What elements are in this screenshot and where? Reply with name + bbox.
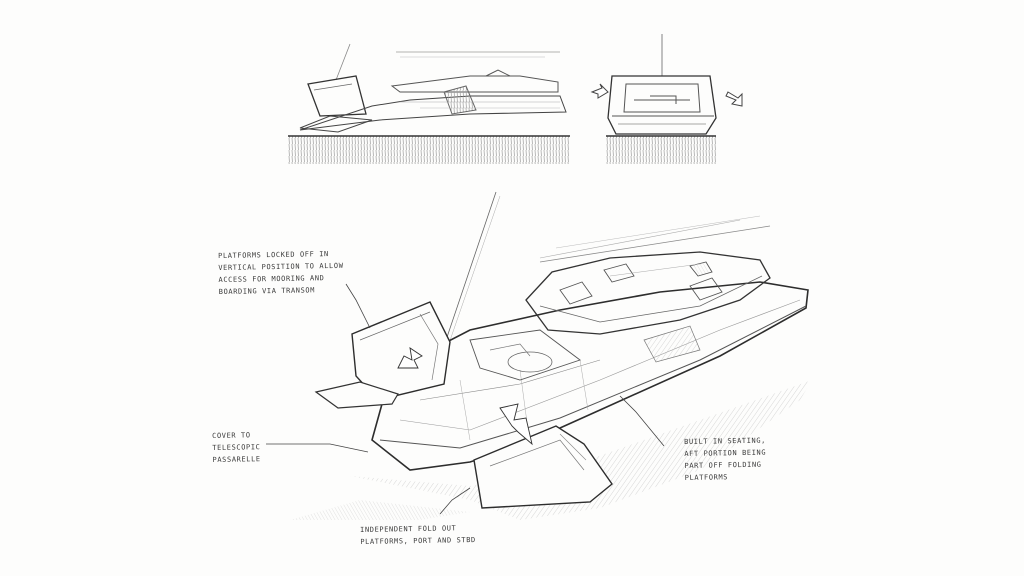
side-water-hatch — [288, 136, 570, 164]
flybridge-seat-4 — [689, 261, 713, 277]
platform-foldout-right — [473, 425, 613, 509]
aft-cockpit — [469, 329, 581, 381]
main-mast — [441, 191, 497, 353]
superstructure — [525, 251, 771, 335]
note-line: PASSARELLE — [212, 455, 261, 464]
note-line: BOARDING VIA TRANSOM — [218, 286, 316, 296]
leader-independent-fold — [439, 487, 471, 515]
perspective-view — [266, 191, 812, 520]
rotate-arrow-left — [397, 347, 423, 369]
platform-vertical-left — [351, 301, 451, 401]
note-built-in-seating: BUILT IN SEATING, AFT PORTION BEING PART… — [684, 435, 767, 484]
side-mast — [335, 43, 351, 81]
note-line: VERTICAL POSITION TO ALLOW — [218, 261, 344, 272]
side-elevation-view — [288, 43, 570, 164]
note-line: PART OFF FOLDING — [684, 460, 762, 470]
note-line: PLATFORMS — [684, 473, 729, 482]
stern-hull — [607, 75, 717, 135]
note-independent-fold: INDEPENDENT FOLD OUT PLATFORMS, PORT AND… — [360, 522, 476, 548]
side-hull — [299, 95, 567, 131]
leader-cover-passerelle — [266, 443, 369, 453]
stern-elevation-view — [590, 34, 743, 164]
note-line: COVER TO — [212, 431, 251, 440]
side-platform-up — [307, 75, 367, 117]
note-platforms-locked: PLATFORMS LOCKED OFF IN VERTICAL POSITIO… — [218, 248, 344, 298]
note-cover-passerelle: COVER TO TELESCOPIC PASSARELLE — [212, 429, 261, 466]
flybridge-seat-1 — [559, 281, 593, 305]
leader-built-in-seating — [619, 395, 665, 447]
flybridge-seat-2 — [603, 263, 635, 283]
stern-arrow-right — [725, 91, 743, 107]
stern-water-hatch — [606, 136, 716, 164]
note-line: TELESCOPIC — [212, 443, 261, 452]
note-line: PLATFORMS, PORT AND STBD — [360, 535, 476, 546]
fold-arrow-right — [499, 403, 533, 446]
leader-platforms-locked — [345, 283, 371, 329]
side-stairs — [643, 325, 701, 363]
stern-arrow-left — [590, 83, 609, 99]
platform-flat-left — [314, 381, 399, 409]
flybridge-seat-3 — [689, 277, 723, 301]
